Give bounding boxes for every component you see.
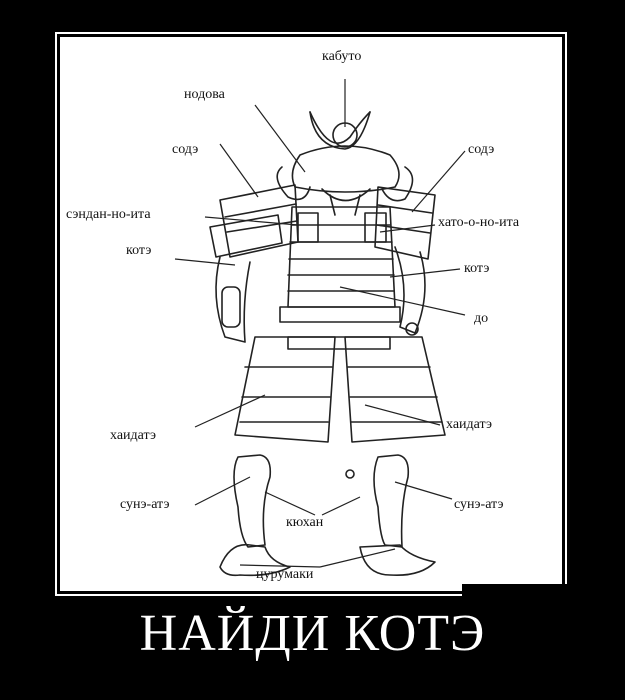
kote-left-arm <box>215 256 251 343</box>
label-kote-right: котэ <box>464 261 490 276</box>
helmet-bowl <box>291 145 400 193</box>
label-sode-left: содэ <box>172 142 199 157</box>
label-do: до <box>474 311 489 326</box>
label-tsurumaki: цурумаки <box>256 567 314 582</box>
label-sode-right: содэ <box>468 142 495 157</box>
label-haidate-left: хаидатэ <box>110 428 156 443</box>
haidate-right-plate <box>344 336 446 443</box>
foot-right <box>359 544 436 577</box>
label-kyuhan: кюхан <box>286 515 324 530</box>
haidate-left-plate <box>234 336 336 443</box>
foot-left <box>219 543 291 577</box>
label-hato-o-no-ita: хато-о-но-ита <box>438 215 520 230</box>
label-kabuto: кабуто <box>322 49 362 64</box>
do-chest <box>287 206 396 308</box>
caption-title: НАЙДИ КОТЭ <box>139 605 486 662</box>
label-sendan-no-ita: сэндан-но-ита <box>66 207 151 222</box>
corner-occluder <box>462 584 570 606</box>
kote-right-arm <box>394 246 426 334</box>
demotivator-frame <box>55 32 567 596</box>
sode-right-plate <box>374 186 436 260</box>
label-nodova: нодова <box>184 87 225 102</box>
label-sune-ate-right: сунэ-атэ <box>454 497 504 512</box>
diagram-panel: кабуто нодова содэ содэ сэндан-но-ита ха… <box>60 37 562 591</box>
sune-ate-left <box>233 454 272 548</box>
samurai-armor-drawing <box>174 79 466 577</box>
belt <box>279 306 401 323</box>
label-sune-ate-left: сунэ-атэ <box>120 497 170 512</box>
helmet-crest <box>309 111 371 144</box>
label-kote-left: котэ <box>126 243 152 258</box>
label-haidate-right: хаидатэ <box>446 417 492 432</box>
sune-ate-right <box>373 454 410 548</box>
